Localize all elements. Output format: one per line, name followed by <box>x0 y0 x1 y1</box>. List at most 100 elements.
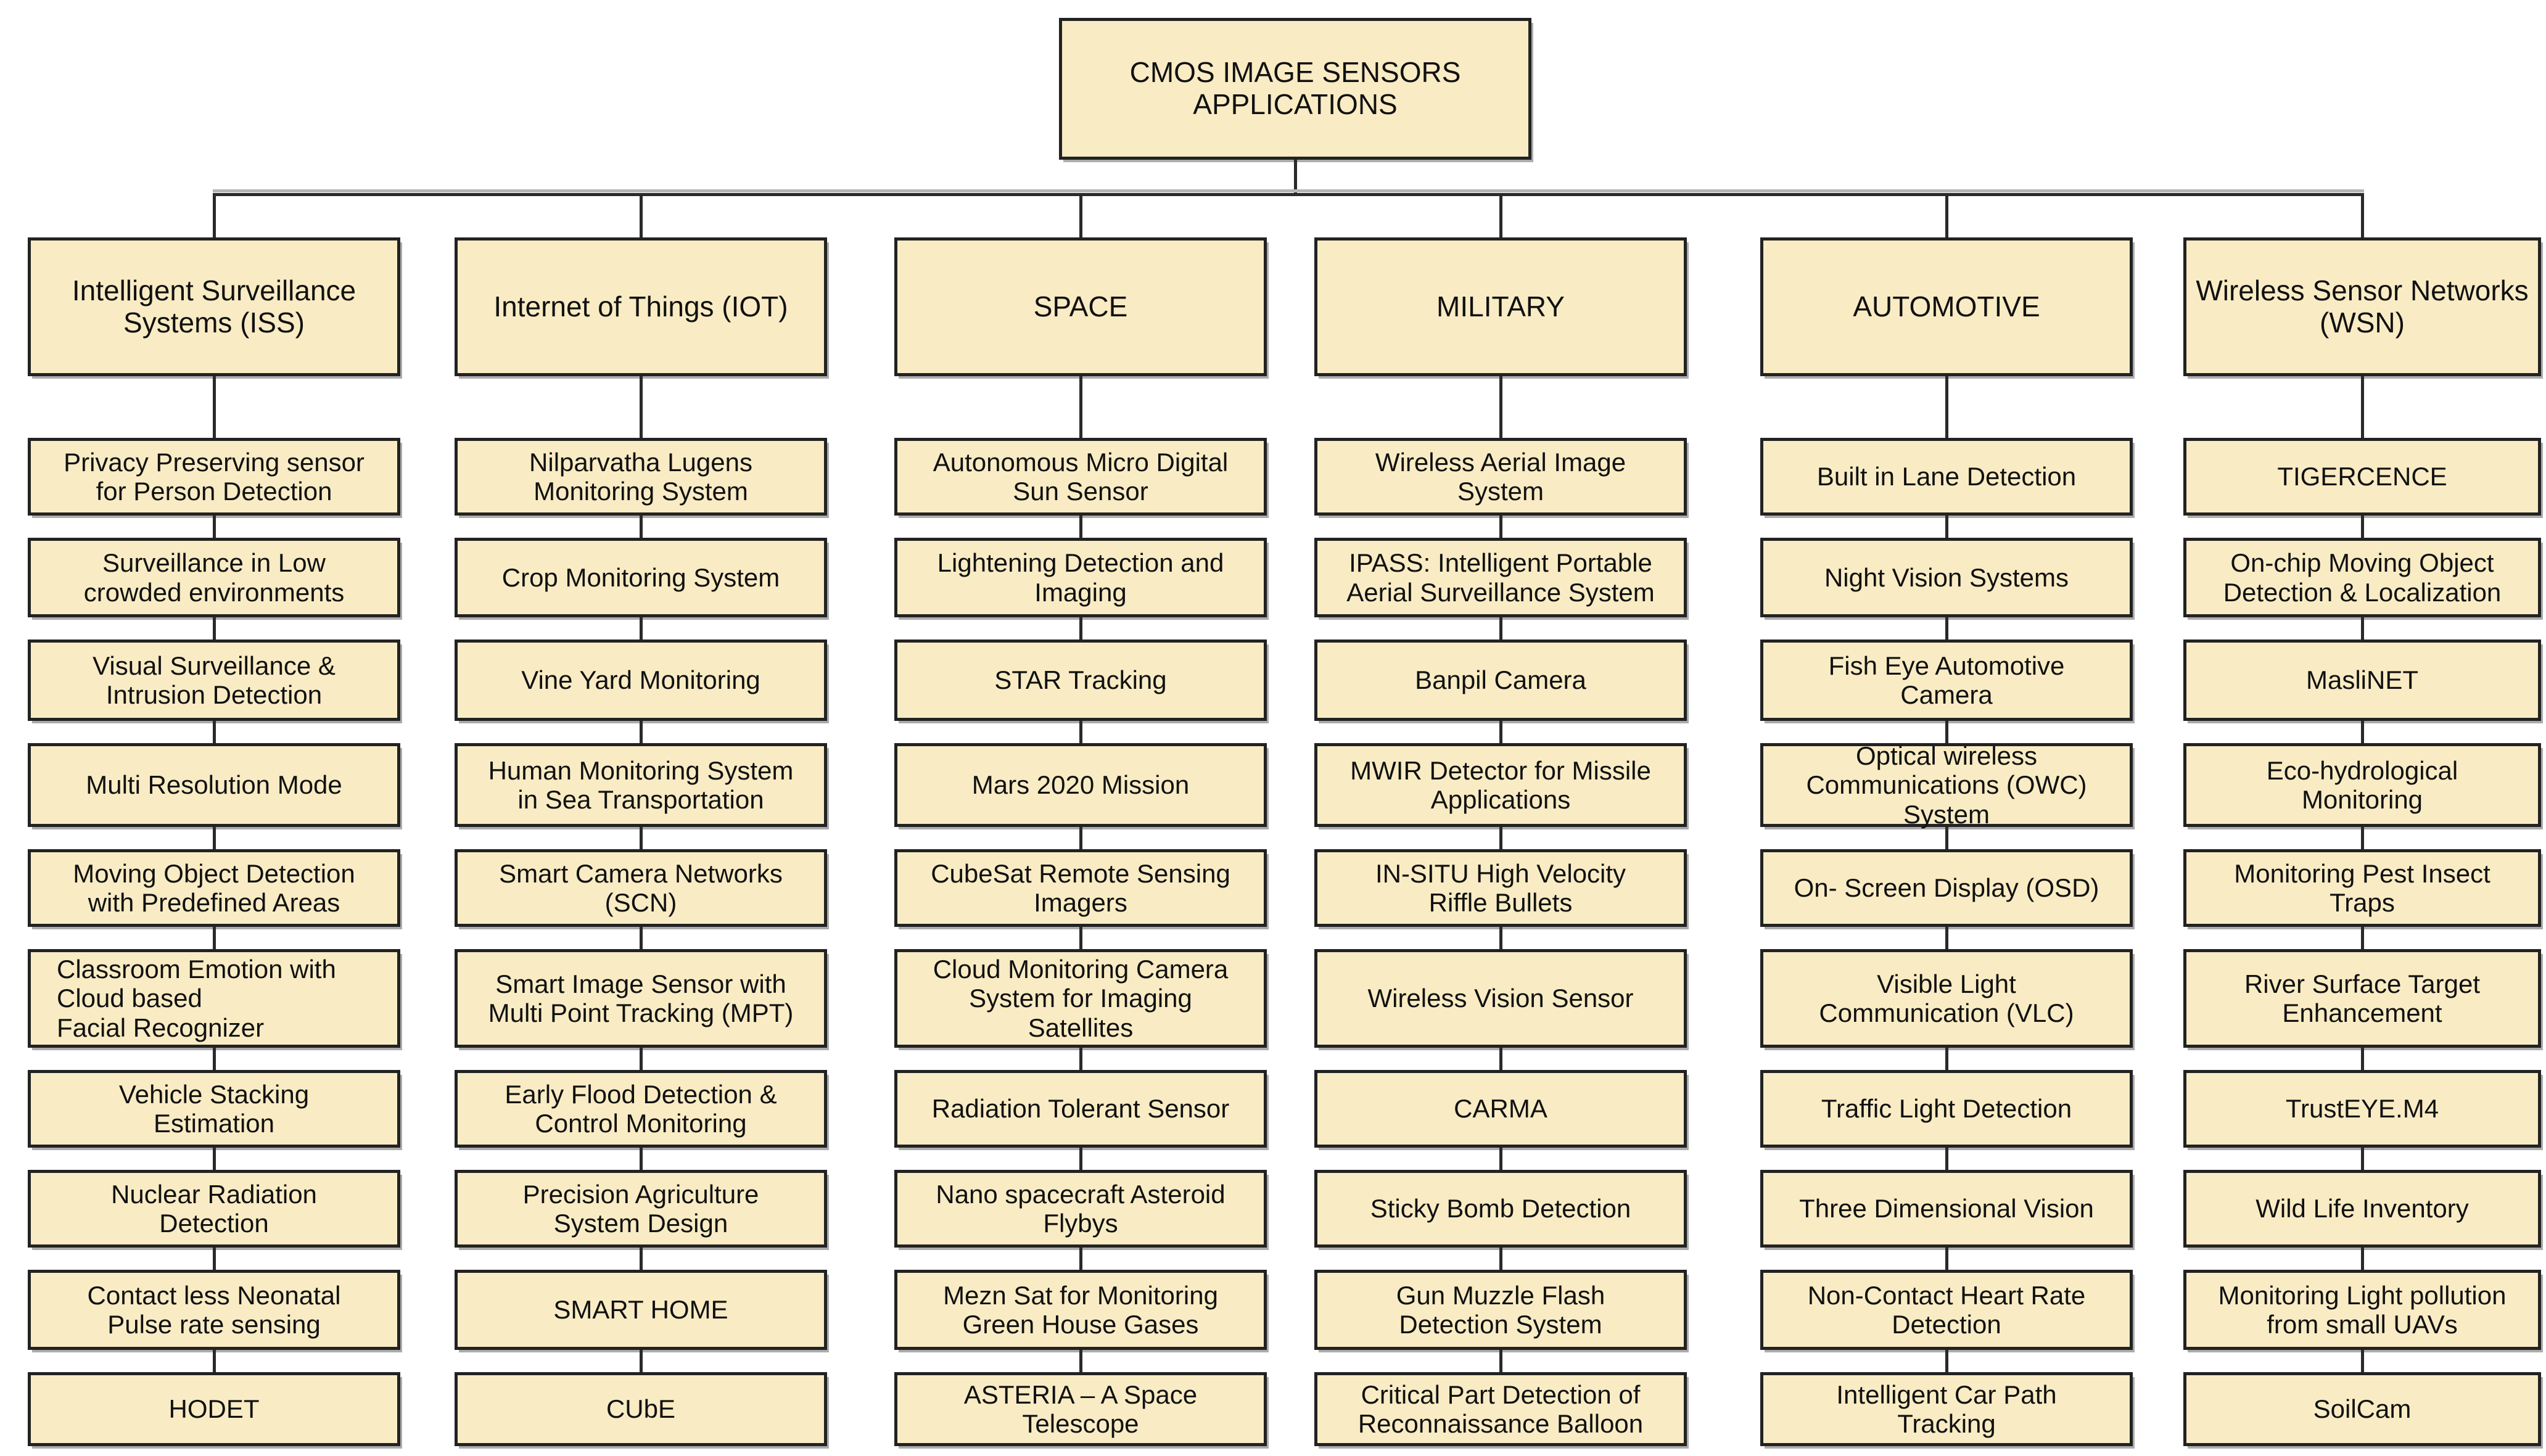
connector-line <box>1945 516 1948 538</box>
app-node: Non-Contact Heart Rate Detection <box>1760 1270 2133 1350</box>
app-node: TrustEYE.M4 <box>2183 1070 2541 1148</box>
app-node: Autonomous Micro Digital Sun Sensor <box>894 438 1267 516</box>
app-node: River Surface Target Enhancement <box>2183 949 2541 1048</box>
app-node: Monitoring Pest Insect Traps <box>2183 849 2541 927</box>
app-node: Radiation Tolerant Sensor <box>894 1070 1267 1148</box>
app-node: Intelligent Car Path Tracking <box>1760 1372 2133 1446</box>
connector-line <box>1945 1148 1948 1170</box>
category-iss: Intelligent Surveillance Systems (ISS) <box>28 237 400 376</box>
connector-line <box>1945 927 1948 949</box>
connector-line <box>1079 376 1082 438</box>
category-wsn: Wireless Sensor Networks (WSN) <box>2183 237 2541 376</box>
connector-line <box>1079 1148 1082 1170</box>
connector-line <box>639 376 643 438</box>
connector-line <box>212 721 216 743</box>
app-node: Cloud Monitoring Camera System for Imagi… <box>894 949 1267 1048</box>
column-military: MILITARY Wireless Aerial Image System IP… <box>1314 237 1687 1446</box>
app-node: Smart Image Sensor with Multi Point Trac… <box>455 949 827 1048</box>
connector-line <box>1079 1248 1082 1270</box>
app-node: Vine Yard Monitoring <box>455 640 827 721</box>
connector-line <box>639 1048 643 1070</box>
connector-line <box>2360 1248 2364 1270</box>
connector-line <box>212 1248 216 1270</box>
app-node: Wild Life Inventory <box>2183 1170 2541 1248</box>
app-node: On-chip Moving Object Detection & Locali… <box>2183 538 2541 617</box>
app-node: IN-SITU High Velocity Riffle Bullets <box>1314 849 1687 927</box>
app-node: Critical Part Detection of Reconnaissanc… <box>1314 1372 1687 1446</box>
app-node: Monitoring Light pollution from small UA… <box>2183 1270 2541 1350</box>
app-node: Traffic Light Detection <box>1760 1070 2133 1148</box>
connector-line <box>1499 1148 1502 1170</box>
connector-bus <box>213 193 2364 196</box>
connector-line <box>639 617 643 640</box>
connector-drop-iot <box>640 196 643 237</box>
app-node: Precision Agriculture System Design <box>455 1170 827 1248</box>
app-node: Classroom Emotion with Cloud based Facia… <box>28 949 400 1048</box>
app-node: Moving Object Detection with Predefined … <box>28 849 400 927</box>
connector-line <box>1945 1048 1948 1070</box>
connector-line <box>212 376 216 438</box>
app-node: Fish Eye Automotive Camera <box>1760 640 2133 721</box>
app-node: MasliNET <box>2183 640 2541 721</box>
app-node: Built in Lane Detection <box>1760 438 2133 516</box>
app-node: Eco-hydrological Monitoring <box>2183 743 2541 827</box>
category-space: SPACE <box>894 237 1267 376</box>
connector-line <box>1499 617 1502 640</box>
column-space: SPACE Autonomous Micro Digital Sun Senso… <box>894 237 1267 1446</box>
app-node: Gun Muzzle Flash Detection System <box>1314 1270 1687 1350</box>
connector-root-stem <box>1294 160 1297 193</box>
connector-line <box>212 1148 216 1170</box>
app-node: TIGERCENCE <box>2183 438 2541 516</box>
root-node: CMOS IMAGE SENSORS APPLICATIONS <box>1059 18 1531 160</box>
app-node: Multi Resolution Mode <box>28 743 400 827</box>
app-node: Optical wireless Communications (OWC) Sy… <box>1760 741 2133 829</box>
app-node: Banpil Camera <box>1314 640 1687 721</box>
app-node: Nilparvatha Lugens Monitoring System <box>455 438 827 516</box>
app-node: Night Vision Systems <box>1760 538 2133 617</box>
connector-line <box>639 827 643 849</box>
connector-line <box>639 1148 643 1170</box>
connector-line <box>1499 827 1502 849</box>
app-node: Sticky Bomb Detection <box>1314 1170 1687 1248</box>
app-node: MWIR Detector for Missile Applications <box>1314 743 1687 827</box>
connector-line <box>212 1048 216 1070</box>
connector-line <box>1499 516 1502 538</box>
connector-drop-wsn <box>2361 196 2364 237</box>
connector-line <box>1499 1248 1502 1270</box>
app-node: Mars 2020 Mission <box>894 743 1267 827</box>
connector-line <box>1945 721 1948 743</box>
column-automotive: AUTOMOTIVE Built in Lane Detection Night… <box>1760 237 2133 1446</box>
app-node: SoilCam <box>2183 1372 2541 1446</box>
connector-line <box>212 1350 216 1372</box>
connector-line <box>1945 617 1948 640</box>
connector-drop-automotive <box>1945 196 1948 237</box>
connector-line <box>1079 827 1082 849</box>
connector-line <box>212 827 216 849</box>
app-node: Surveillance in Low crowded environments <box>28 538 400 617</box>
app-node: Human Monitoring System in Sea Transport… <box>455 743 827 827</box>
category-iot: Internet of Things (IOT) <box>455 237 827 376</box>
connector-line <box>1079 617 1082 640</box>
app-node: Early Flood Detection & Control Monitori… <box>455 1070 827 1148</box>
app-node: HODET <box>28 1372 400 1446</box>
connector-line <box>639 721 643 743</box>
connector-line <box>2360 1148 2364 1170</box>
app-node: Visual Surveillance & Intrusion Detectio… <box>28 640 400 721</box>
app-node: Visible Light Communication (VLC) <box>1760 949 2133 1048</box>
connector-line <box>2360 1350 2364 1372</box>
connector-line <box>1945 376 1948 438</box>
app-node: CARMA <box>1314 1070 1687 1148</box>
app-node: Nano spacecraft Asteroid Flybys <box>894 1170 1267 1248</box>
category-automotive: AUTOMOTIVE <box>1760 237 2133 376</box>
connector-line <box>639 516 643 538</box>
connector-line <box>212 927 216 949</box>
connector-line <box>1079 927 1082 949</box>
category-military: MILITARY <box>1314 237 1687 376</box>
app-node: SMART HOME <box>455 1270 827 1350</box>
connector-line <box>2360 827 2364 849</box>
column-wsn: Wireless Sensor Networks (WSN) TIGERCENC… <box>2183 237 2541 1446</box>
app-node: Vehicle Stacking Estimation <box>28 1070 400 1148</box>
connector-line <box>1945 827 1948 849</box>
connector-line <box>2360 927 2364 949</box>
